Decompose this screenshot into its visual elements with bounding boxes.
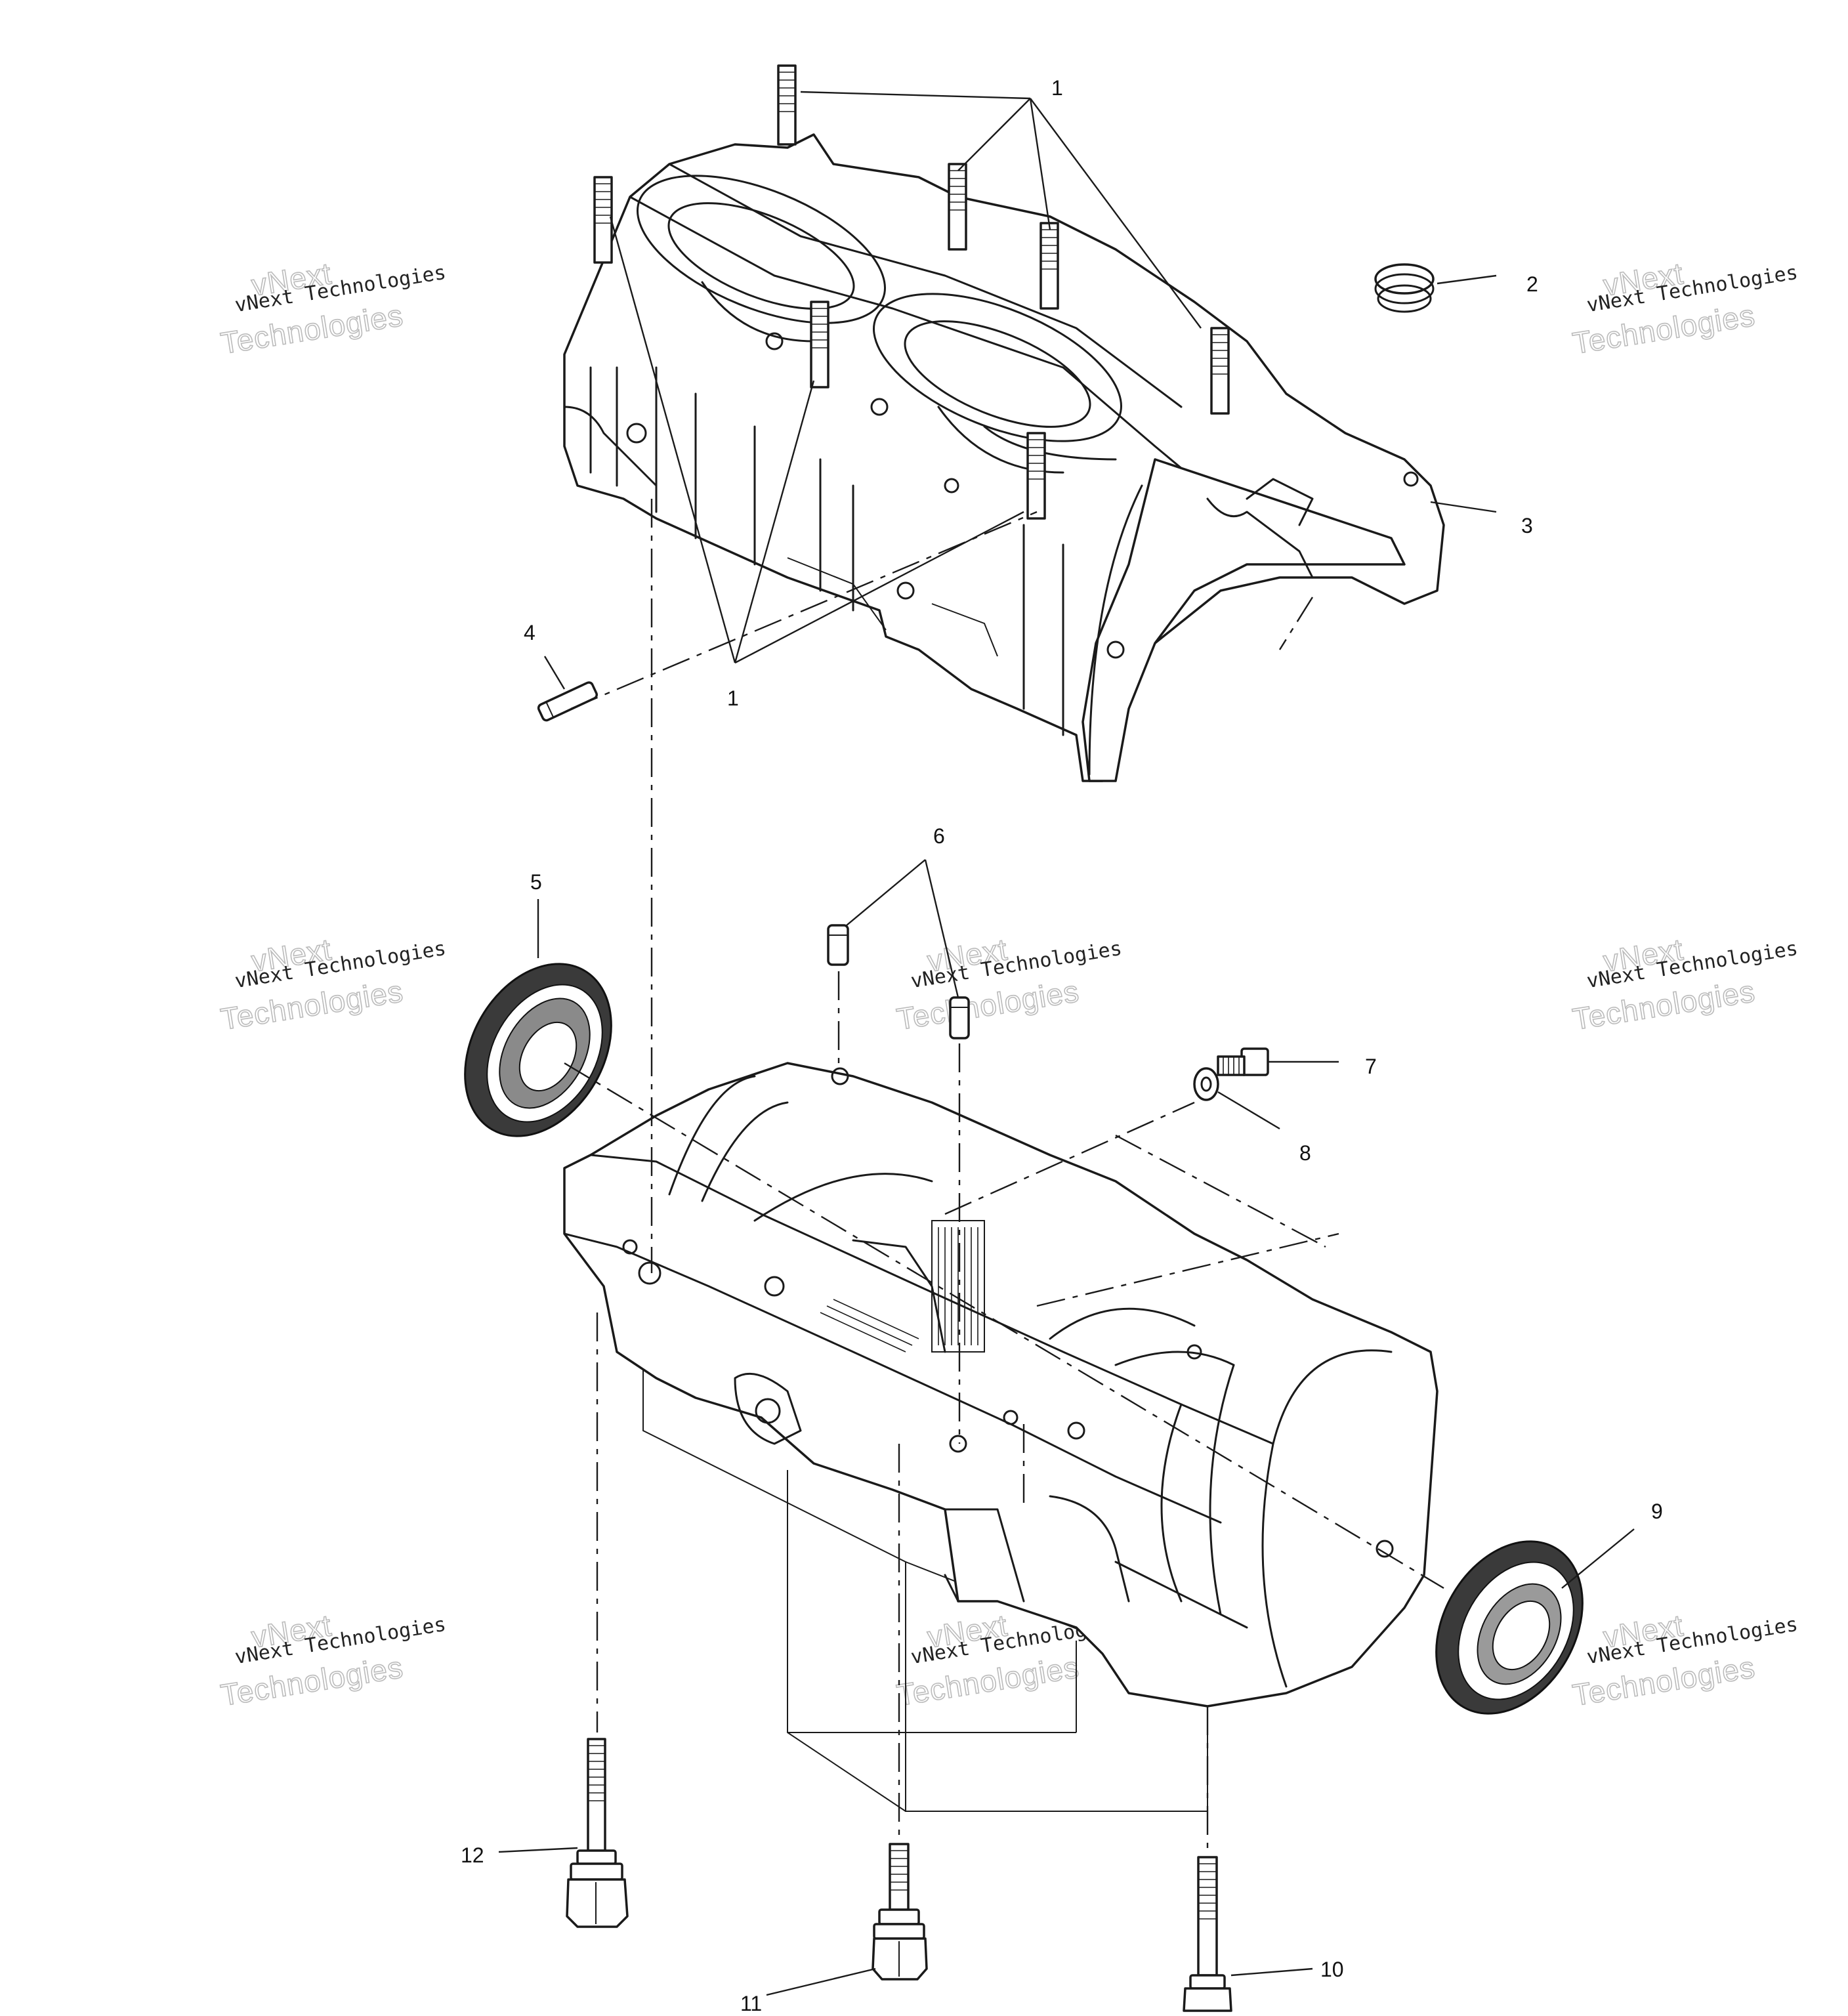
oil-seal-left [464, 963, 612, 1137]
stud [948, 163, 967, 251]
callout-1-bottom: 1 [727, 686, 739, 710]
bolt-11 [872, 1843, 928, 1981]
watermark: vNext vNext Technologies Technologies [1570, 1607, 1799, 1713]
callout-1-top: 1 [1051, 76, 1063, 100]
washer [1193, 1067, 1219, 1101]
callout-3: 3 [1521, 514, 1533, 537]
lower-crankcase [563, 1062, 1438, 1812]
watermark: vNext vNext Technologies Technologies [218, 931, 448, 1037]
callout-5: 5 [530, 870, 542, 894]
callout-6: 6 [933, 824, 945, 848]
dowel [827, 924, 849, 966]
callout-7: 7 [1365, 1055, 1377, 1078]
stud [1026, 432, 1046, 520]
stud [777, 64, 797, 146]
bolt-10 [1183, 1856, 1232, 2012]
watermark: vNext vNext Technologies Technologies [218, 1607, 448, 1713]
assembly-centerlines [564, 499, 1444, 1851]
dowel [949, 996, 970, 1040]
callout-8: 8 [1299, 1141, 1311, 1165]
oil-seal-right [1435, 1540, 1584, 1715]
callout-2: 2 [1526, 272, 1538, 296]
grommet [1374, 263, 1435, 313]
drain-plug [1217, 1047, 1269, 1076]
watermark: vNext vNext Technologies Technologies [894, 931, 1124, 1037]
bolt-12 [566, 1738, 629, 1928]
watermark: vNext vNext Technologies Technologies [1570, 255, 1799, 361]
callout-9: 9 [1651, 1500, 1663, 1523]
stud [593, 176, 613, 264]
watermark: vNext vNext Technologies Technologies [218, 255, 448, 361]
watermark: vNext vNext Technologies Technologies [1570, 931, 1799, 1037]
callout-4: 4 [524, 621, 536, 644]
stud [1210, 327, 1230, 415]
callout-11: 11 [740, 1992, 762, 2015]
gear-teeth [820, 1220, 985, 1353]
upper-crankcase [563, 133, 1445, 782]
leader-lines [498, 91, 1635, 1996]
stud [810, 301, 830, 388]
callout-labels: 1 1 2 3 4 5 6 7 8 9 10 11 12 [461, 76, 1663, 2015]
callout-12: 12 [461, 1843, 484, 1867]
stud [1040, 222, 1059, 310]
callout-10: 10 [1320, 1958, 1344, 1981]
